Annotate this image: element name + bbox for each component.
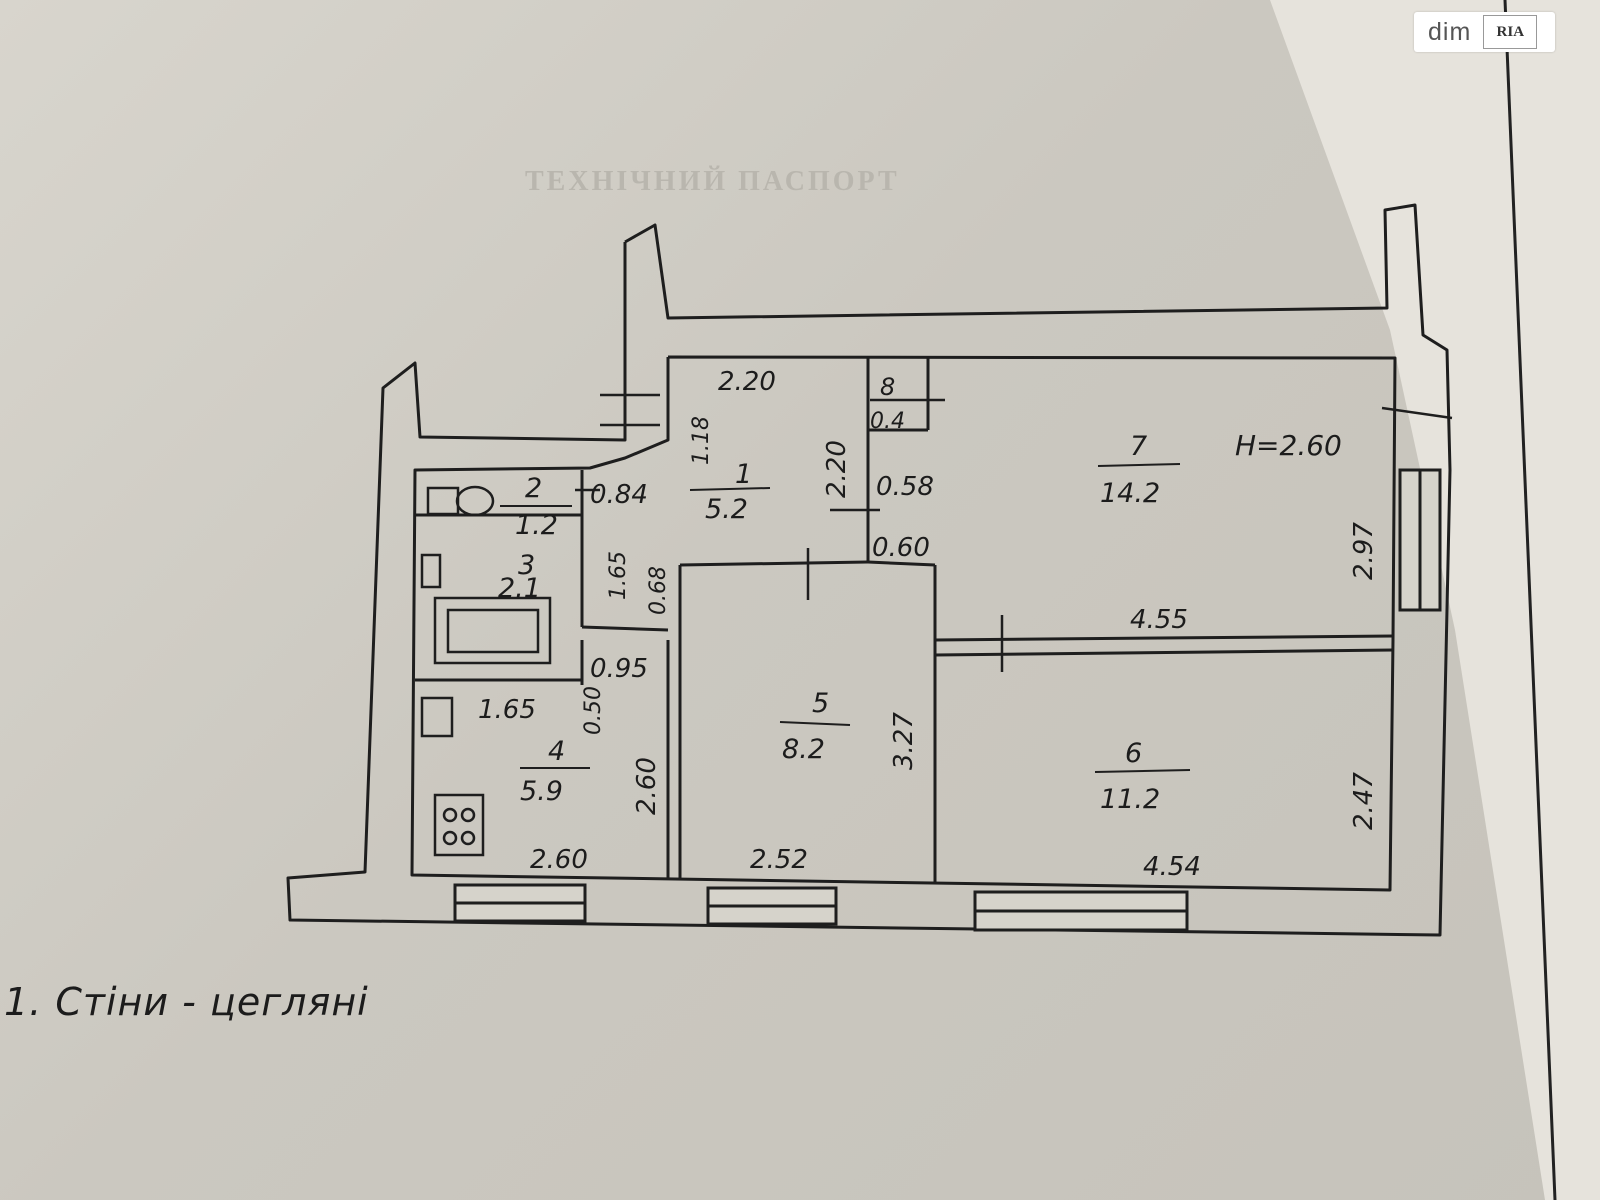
dimension-label: 0.58 [876,472,934,502]
room-7-number: 7 [1130,431,1147,462]
dimension-label: 2.97 [1349,522,1379,580]
door-mark [1381,406,1453,420]
dimension-label: 1.65 [478,695,536,725]
burner-icon [442,830,458,846]
room-8-area: 0.4 [870,409,905,434]
dimension-label: 0.68 [646,566,671,615]
dimension-label: 4.54 [1143,852,1201,882]
burner-icon [442,807,458,823]
sink-icon [420,553,442,589]
dimension-label: 3.27 [889,712,919,770]
dimension-label: 0.60 [872,533,930,563]
dimension-label: 1.65 [606,551,631,600]
room-4-area: 5.9 [520,776,563,807]
dimension-label: 0.50 [581,686,606,735]
room-8-number: 8 [880,373,895,401]
burner-icon [460,830,476,846]
toilet-bowl-icon [455,485,495,517]
inner-wall [410,355,1397,892]
dimension-label: 2.20 [822,440,852,498]
room-6-number: 6 [1125,738,1142,769]
stove-icon [433,793,485,857]
dimension-label: 2.52 [750,845,808,875]
room-2-area: 1.2 [515,510,558,541]
room-3-number: 3 [518,550,535,581]
dimension-label: 2.47 [1349,772,1379,830]
wall-room5-top [679,560,869,567]
passport-title: ТЕХНІЧНИЙ ПАСПОРТ [525,166,900,197]
wall-corridor [867,560,936,567]
wall-room6-top [934,634,1394,642]
watermark-brand: dim [1428,17,1472,46]
burner-icon [460,807,476,823]
room-7-area: 14.2 [1100,478,1160,509]
room-2-number: 2 [525,473,542,504]
toilet-icon [426,486,460,516]
room-1-number: 1 [735,459,752,490]
wall-room6-top-inner [934,648,1394,657]
outer-wall [286,203,1452,937]
room-5-area: 8.2 [782,734,825,765]
room-5-number: 5 [812,688,829,719]
kitchen-sink-icon [420,696,454,738]
bathtub-inner-icon [446,608,540,654]
room-1-area: 5.2 [705,494,748,525]
wall-material-note: 1. Стіни - цегляні [4,980,369,1024]
dimension-label: 0.95 [590,654,648,684]
room-6-area: 11.2 [1100,784,1160,815]
dimension-label: 1.18 [689,416,714,465]
dimria-watermark: dim RIA [1414,12,1555,52]
bathtub-icon [433,596,552,665]
dimension-label: 2.60 [530,845,588,875]
dimension-label: 2.60 [632,757,662,815]
ceiling-height: H=2.60 [1235,429,1342,462]
dimension-label: 2.20 [718,367,776,397]
dimension-label: 0.84 [590,480,648,510]
room-4-number: 4 [548,736,565,767]
dimension-label: 4.55 [1130,605,1188,635]
wall-bath-bottom [581,625,669,632]
room-3-area: 2.1 [498,573,541,604]
watermark-mark: RIA [1483,15,1538,49]
